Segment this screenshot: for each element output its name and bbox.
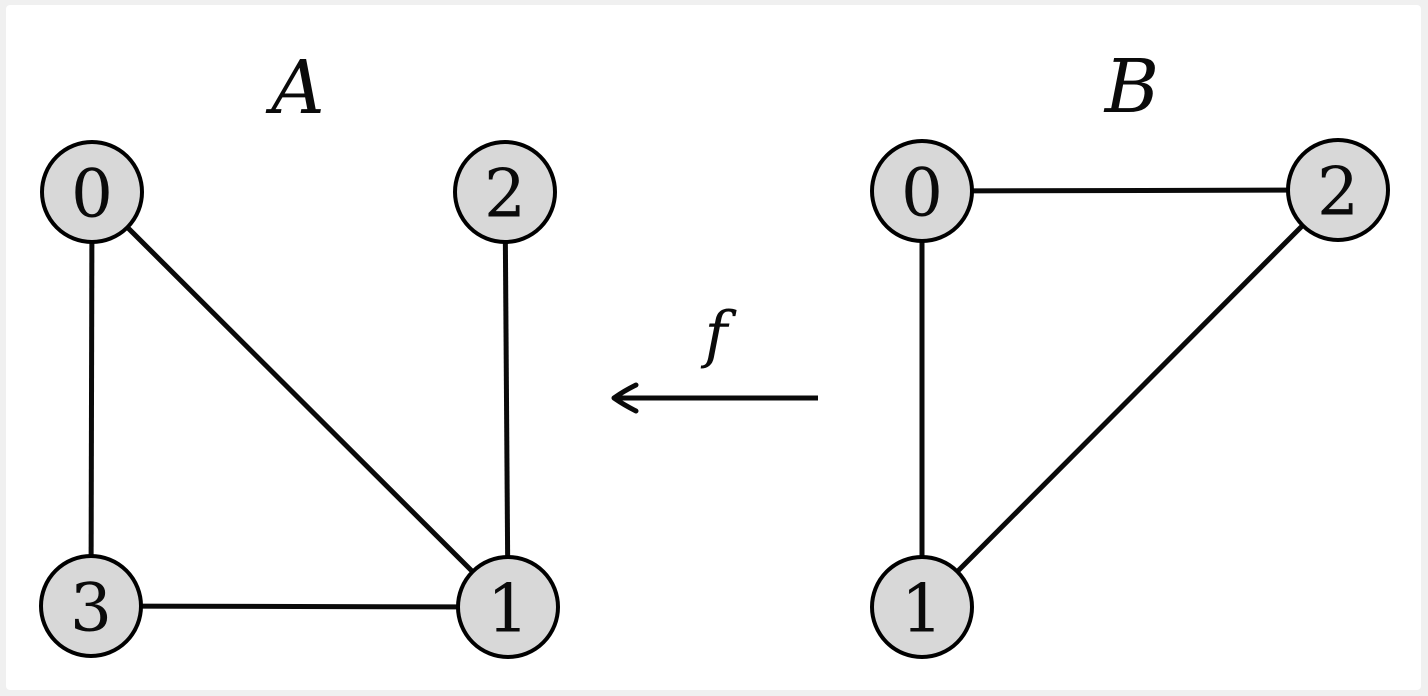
graph-A-edge-0-3 <box>88 191 95 607</box>
graph-B-node-0-label: 0 <box>901 155 943 232</box>
graph-B: 0 2 1 B <box>870 44 1390 659</box>
graph-A-edge-3-1 <box>90 603 509 610</box>
arrow-head-icon <box>611 382 639 414</box>
graph-B-node-1 <box>870 555 974 659</box>
graph-A-node-3 <box>39 554 143 658</box>
graph-A-edge-2-1 <box>502 191 511 608</box>
graph-B-title: B <box>1103 44 1159 130</box>
graph-B-node-1-label: 1 <box>901 571 943 648</box>
graph-A-edge-0-1 <box>90 190 510 609</box>
graph-A-title: A <box>265 45 324 131</box>
graph-A-node-0 <box>40 140 144 244</box>
graph-B-edge-0-2 <box>921 187 1339 194</box>
graph-B-node-2-label: 2 <box>1317 154 1359 231</box>
arrow-function-label: f <box>701 298 738 371</box>
graph-A-node-3-label: 3 <box>70 570 112 647</box>
graph-A-node-1 <box>456 555 560 659</box>
graph-A-node-0-label: 0 <box>71 156 113 233</box>
morphism-arrow: f <box>611 298 818 414</box>
graph-A: 0 2 3 1 A <box>39 45 560 659</box>
graph-B-edge-2-1 <box>920 188 1340 609</box>
graph-A-node-2 <box>453 140 557 244</box>
graph-A-node-2-label: 2 <box>484 156 526 233</box>
graph-B-node-0 <box>870 139 974 243</box>
graph-A-node-1-label: 1 <box>487 571 529 648</box>
graph-B-node-2 <box>1286 138 1390 242</box>
figure-background <box>6 5 1421 690</box>
